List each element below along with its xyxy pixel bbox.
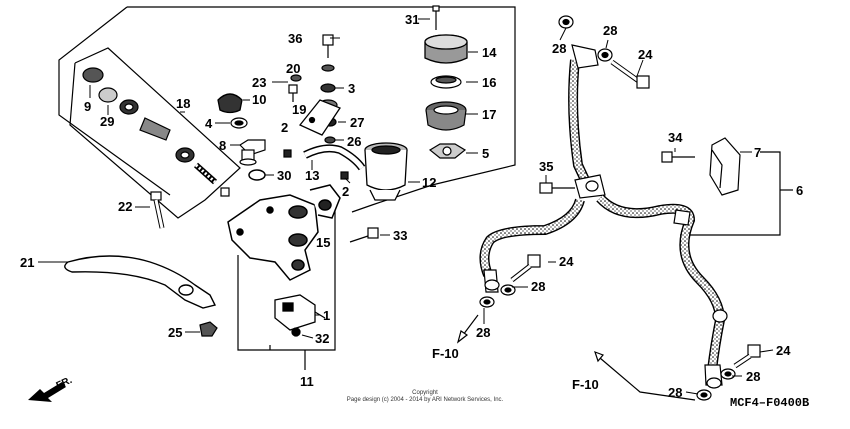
callout-28-low-right: 28 [746, 369, 760, 384]
diaphragm-part [425, 101, 467, 131]
bolt-22-part [150, 191, 165, 229]
callout-26: 26 [347, 134, 361, 149]
callout-4: 4 [205, 116, 213, 131]
callout-19: 19 [292, 102, 306, 117]
assembly-outline [58, 6, 793, 370]
bolt-20-23-parts [288, 74, 302, 102]
callout-22: 22 [118, 199, 132, 214]
callout-29: 29 [100, 114, 114, 129]
plate-5-part [428, 143, 467, 159]
callout-8: 8 [219, 138, 226, 153]
direction-arrows [456, 314, 696, 401]
master-cylinder-body [227, 184, 341, 281]
cap-10-part [217, 93, 243, 114]
callout-28-top-right: 28 [603, 23, 617, 38]
callout-28-top-left: 28 [552, 41, 566, 56]
front-label: FR. [55, 375, 74, 392]
bolt-36-part [321, 34, 335, 72]
callout-6: 6 [796, 183, 803, 198]
callout-17: 17 [482, 107, 496, 122]
joint-8-part [239, 139, 266, 166]
boot-4-part [230, 117, 248, 129]
plate-16-part [430, 75, 462, 89]
ring-30-part [248, 169, 266, 181]
callout-36: 36 [288, 31, 302, 46]
callout-28-mid: 28 [531, 279, 545, 294]
callout-13: 13 [305, 168, 319, 183]
lever-21-part [64, 255, 217, 309]
bracket-19-part [298, 99, 341, 136]
callout-1: 1 [323, 308, 330, 323]
callout-24-low: 24 [776, 343, 791, 358]
nut-25-part [199, 321, 218, 337]
hose-13-part [303, 144, 366, 171]
callout-23: 23 [252, 75, 266, 90]
callout-32: 32 [315, 331, 329, 346]
callout-30: 30 [277, 168, 291, 183]
copyright-line-2: Page design (c) 2004 - 2014 by ARI Netwo… [347, 397, 504, 403]
callout-7: 7 [754, 145, 761, 160]
callout-18: 18 [176, 96, 190, 111]
callout-12: 12 [422, 175, 436, 190]
callout-25: 25 [168, 325, 182, 340]
callout-10: 10 [252, 92, 266, 107]
callout-28-low-left: 28 [668, 385, 682, 400]
callout-labels: 31 36 14 28 28 24 20 23 3 16 9 29 18 10 … [20, 12, 803, 400]
callout-34: 34 [668, 130, 683, 145]
callout-27: 27 [350, 115, 364, 130]
callout-24-top: 24 [638, 47, 653, 62]
ref-f10-left: F-10 [432, 346, 459, 361]
bolt-33-part [349, 227, 379, 243]
screw-2-parts [283, 149, 349, 180]
callout-33: 33 [393, 228, 407, 243]
front-arrow-icon [28, 382, 66, 402]
callout-11: 11 [300, 374, 314, 389]
callout-16: 16 [482, 75, 496, 90]
piston-assembly-part [82, 67, 230, 197]
callout-14: 14 [482, 45, 497, 60]
callout-15: 15 [316, 235, 330, 250]
callout-5: 5 [482, 146, 489, 161]
copyright-line-1: Copyright [412, 390, 438, 396]
callout-2-upper: 2 [281, 120, 288, 135]
leader-lines [38, 18, 774, 395]
reservoir-cap-part [424, 34, 468, 64]
callout-21: 21 [20, 255, 34, 270]
callout-28-left: 28 [476, 325, 490, 340]
callout-2-lower: 2 [342, 184, 349, 199]
diagram-code: MCF4–F0400B [730, 396, 809, 410]
callout-35: 35 [539, 159, 553, 174]
callout-24-mid: 24 [559, 254, 574, 269]
callout-3: 3 [348, 81, 355, 96]
callout-31: 31 [405, 12, 419, 27]
ref-f10-right: F-10 [572, 377, 599, 392]
switch-1-part [274, 294, 326, 337]
reservoir-part [364, 142, 408, 201]
callout-20: 20 [286, 61, 300, 76]
bolt-31-part [432, 5, 440, 30]
callout-9: 9 [84, 99, 91, 114]
brake-hose-parts [479, 15, 761, 401]
